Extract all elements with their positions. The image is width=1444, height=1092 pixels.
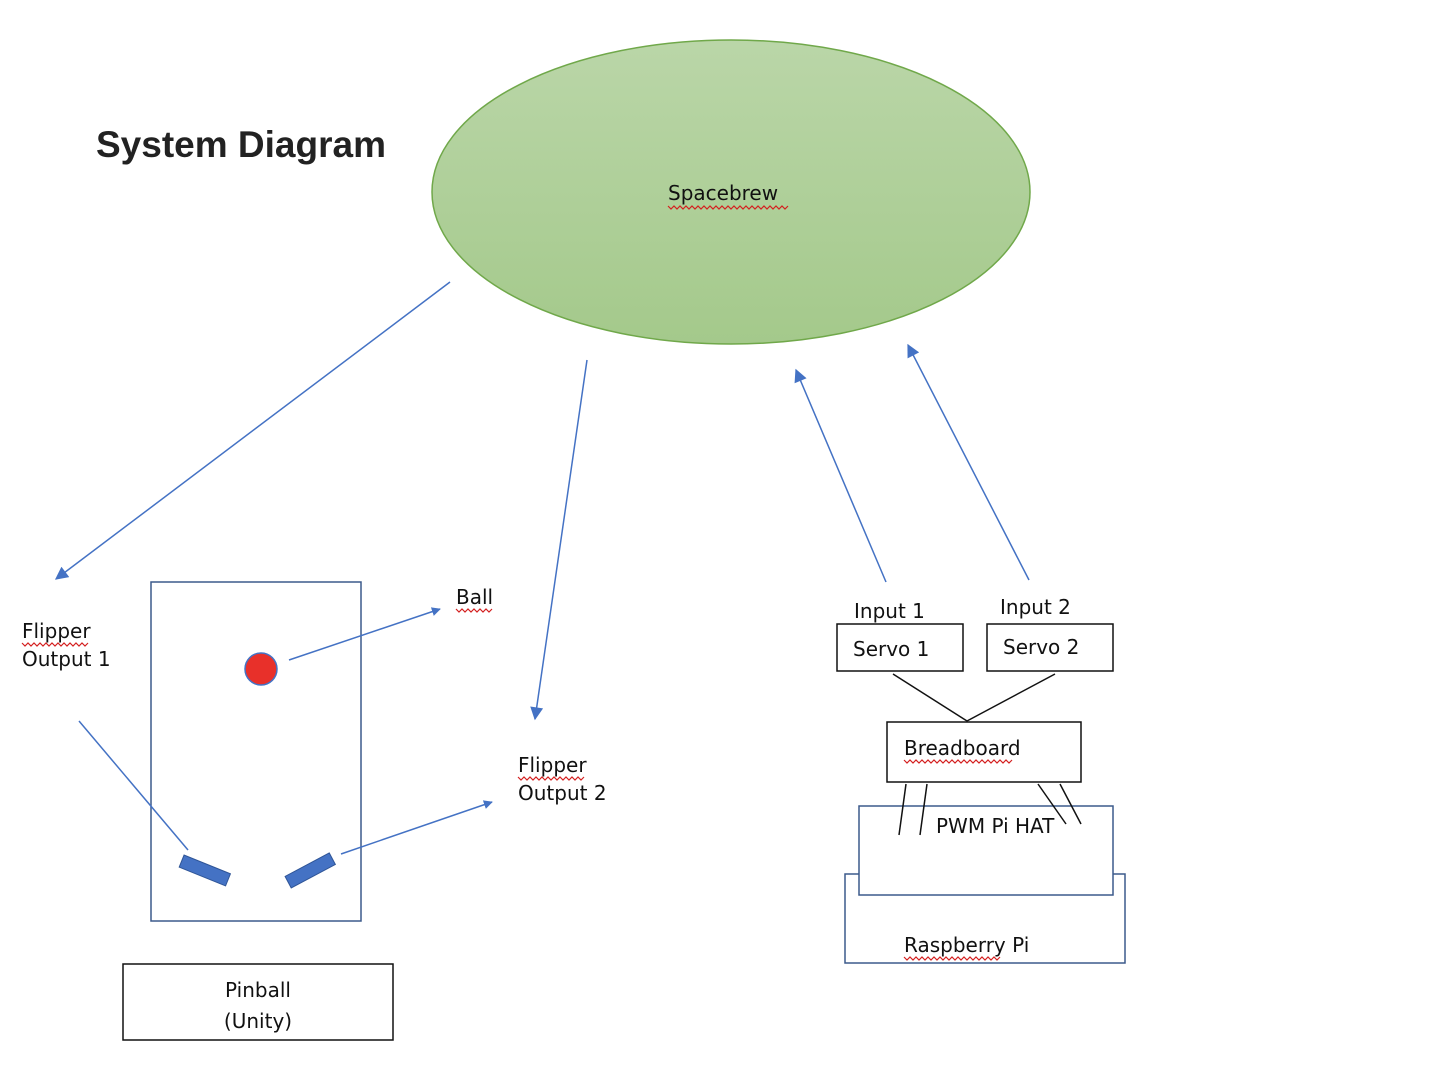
raspberry-pi-label: Raspberry Pi [904, 933, 1029, 957]
line-flipper1-to-left-flipper [78, 720, 189, 851]
wire-breadboard-hat-2 [919, 783, 928, 836]
pwm-hat-label: PWM Pi HAT [936, 814, 1055, 838]
pinball-label-line1: Pinball [225, 978, 291, 1002]
pinball-ball [244, 652, 278, 686]
input-2-label: Input 2 [1000, 595, 1071, 619]
servo-1-box [836, 623, 964, 672]
input-1-label: Input 1 [854, 599, 925, 623]
breadboard-box [886, 721, 1082, 783]
spellcheck-underline [903, 759, 1013, 764]
ball-label: Ball [456, 585, 493, 609]
flipper-output-1-label-line2: Output 1 [22, 647, 111, 671]
arrow-spacebrew-to-flipper1 [54, 281, 451, 580]
flipper-output-2-label-line2: Output 2 [518, 781, 607, 805]
wire-breadboard-hat-4 [1059, 783, 1082, 825]
arrow-input2-to-spacebrew [907, 343, 1030, 581]
wire-breadboard-hat-3 [1037, 783, 1067, 825]
pwm-hat-box [858, 805, 1114, 896]
arrow-spacebrew-to-flipper2 [530, 359, 588, 721]
arrow-input1-to-spacebrew [794, 368, 887, 583]
servo-2-box [986, 623, 1114, 672]
right-flipper [284, 852, 337, 889]
pinball-unity-box [122, 963, 394, 1041]
arrow-ball-to-ball-label [288, 607, 441, 661]
spellcheck-underline [667, 205, 789, 210]
spellcheck-underline [903, 956, 1001, 961]
wire-servo2-breadboard [966, 673, 1056, 722]
flipper-output-2-label-line1: Flipper [518, 753, 587, 777]
spellcheck-underline [21, 642, 89, 647]
spacebrew-label: Spacebrew [668, 181, 778, 205]
diagram-title: System Diagram [96, 124, 386, 165]
arrow-right-flipper-to-output2 [340, 800, 493, 855]
spellcheck-underline [455, 608, 493, 613]
servo-1-label: Servo 1 [853, 637, 929, 661]
servo-2-label: Servo 2 [1003, 635, 1079, 659]
spacebrew-node [431, 39, 1031, 345]
pinball-label-line2: (Unity) [224, 1009, 292, 1033]
breadboard-label: Breadboard [904, 736, 1021, 760]
wire-breadboard-hat-1 [898, 783, 907, 836]
flipper-output-1-label-line1: Flipper [22, 619, 91, 643]
left-flipper [178, 854, 232, 887]
spellcheck-underline [517, 776, 585, 781]
wire-servo1-breadboard [892, 673, 968, 722]
pinball-playfield [150, 581, 362, 922]
